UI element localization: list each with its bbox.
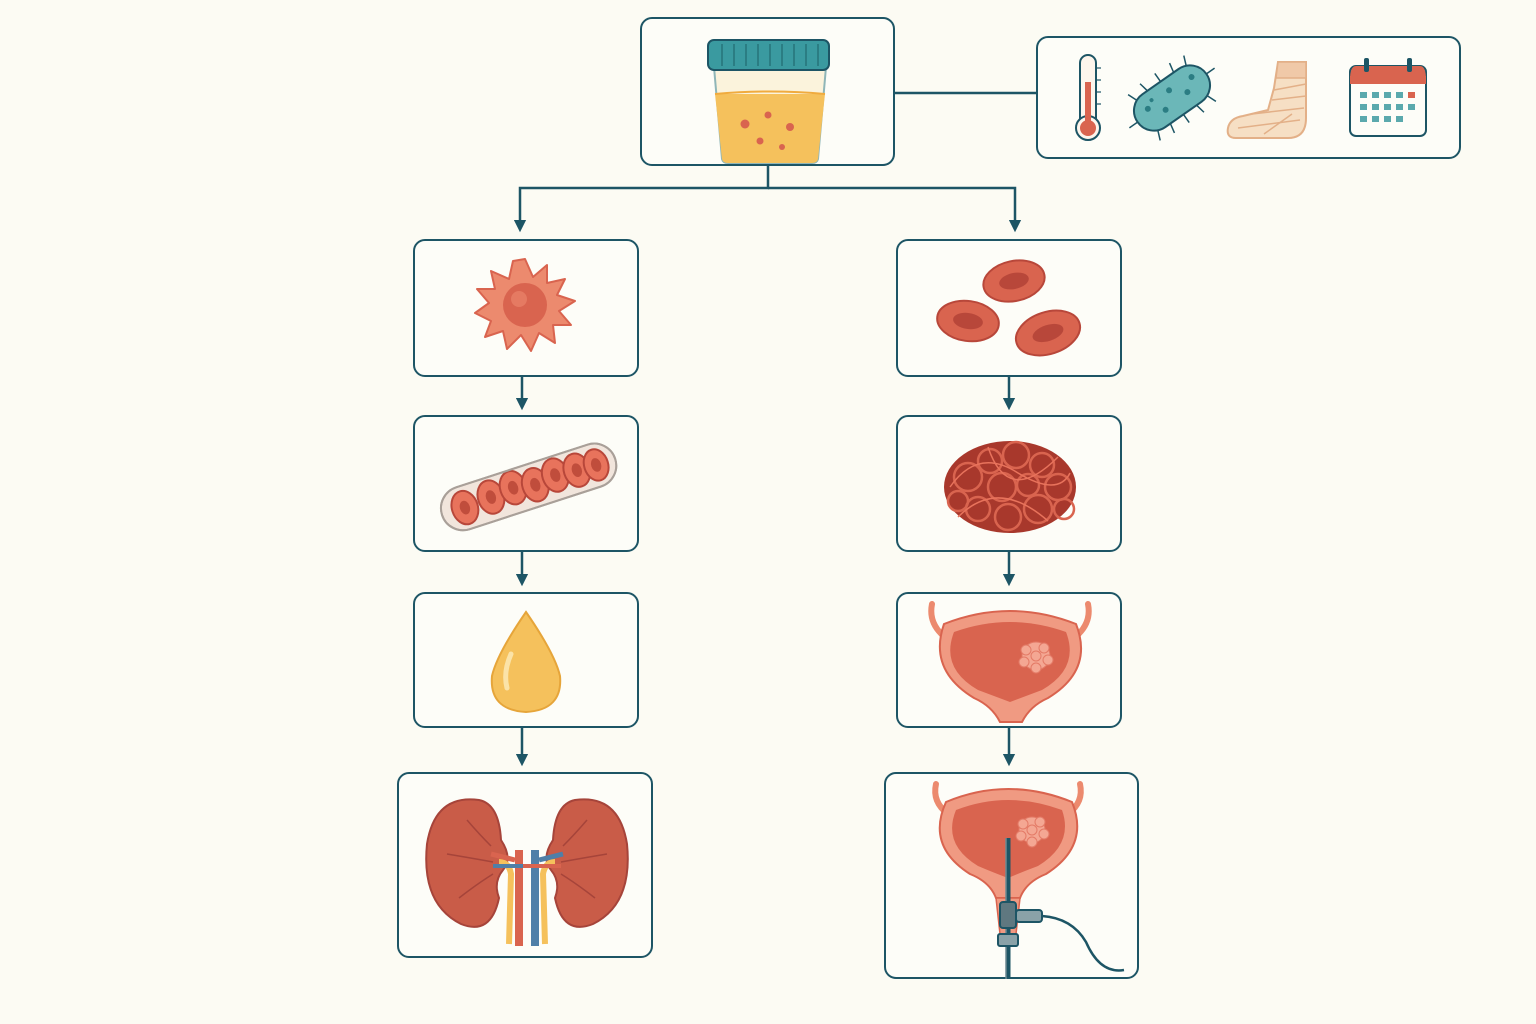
protein-drop-icon — [490, 610, 562, 714]
bacteria-icon — [1127, 55, 1217, 141]
bladder-lesion-icon — [928, 601, 1092, 723]
right-step-3-node — [896, 592, 1122, 728]
bandaged-foot-icon — [1226, 61, 1307, 139]
left-step-3-node — [413, 592, 639, 728]
root-split-connector — [513, 166, 770, 233]
left-step-1-node — [413, 239, 639, 377]
kidneys-icon — [425, 798, 629, 946]
root-node — [640, 17, 895, 166]
thermometer-icon — [1075, 54, 1101, 141]
factors-node — [1036, 36, 1461, 159]
cystoscopy-icon — [932, 781, 1125, 979]
left-step-4-node — [397, 772, 653, 958]
left-step-2-node — [413, 415, 639, 552]
root-split-connector-right — [768, 186, 1022, 233]
red-cell-cast-icon — [439, 442, 618, 532]
blood-clot-icon — [944, 440, 1076, 533]
urine-sample-cup-icon — [707, 39, 830, 164]
normal-red-cells-icon — [936, 259, 1082, 357]
calendar-icon — [1349, 58, 1427, 137]
dysmorphic-red-cell-icon — [474, 258, 576, 352]
right-step-1-node — [896, 239, 1122, 377]
right-step-2-node — [896, 415, 1122, 552]
right-step-4-node — [884, 772, 1139, 979]
